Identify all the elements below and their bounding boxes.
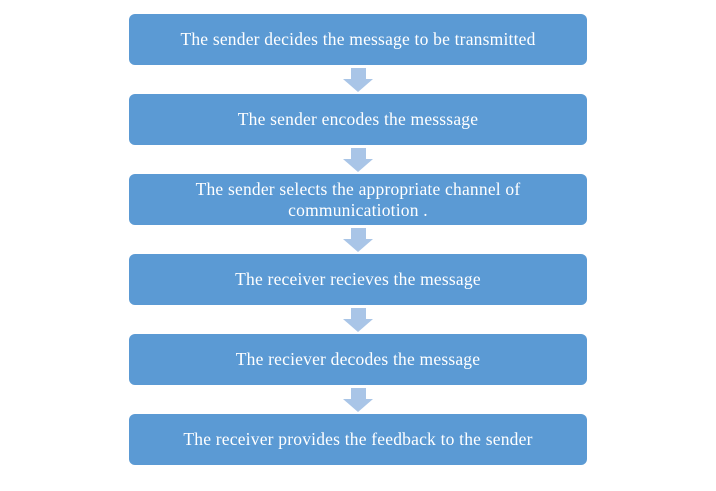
down-arrow-shaft: [350, 147, 366, 159]
down-arrow-head: [343, 238, 373, 252]
down-arrow-head: [343, 398, 373, 412]
down-arrow-shaft: [350, 67, 366, 79]
flowchart-step-2: The sender encodes the messsage: [129, 94, 587, 145]
flowchart-step-1-label: The sender decides the message to be tra…: [180, 29, 536, 50]
down-arrow-icon: [343, 385, 373, 414]
down-arrow-shaft: [350, 227, 366, 239]
down-arrow-icon: [343, 65, 373, 94]
down-arrow-shaft: [350, 307, 366, 319]
down-arrow-icon: [343, 145, 373, 174]
flowchart-step-5-label: The reciever decodes the message: [235, 349, 481, 370]
flowchart-step-3: The sender selects the appropriate chann…: [129, 174, 587, 225]
down-arrow-icon: [343, 225, 373, 254]
down-arrow-icon: [343, 305, 373, 334]
flowchart-step-2-label: The sender encodes the messsage: [237, 109, 479, 130]
flowchart-step-4: The receiver recieves the message: [129, 254, 587, 305]
flowchart-step-5: The reciever decodes the message: [129, 334, 587, 385]
flowchart-step-6-label: The receiver provides the feedback to th…: [183, 429, 533, 450]
down-arrow-head: [343, 78, 373, 92]
flowchart-step-6: The receiver provides the feedback to th…: [129, 414, 587, 465]
flowchart-step-1: The sender decides the message to be tra…: [129, 14, 587, 65]
down-arrow-head: [343, 158, 373, 172]
flowchart-step-3-label: The sender selects the appropriate chann…: [195, 179, 521, 220]
flowchart-step-4-label: The receiver recieves the message: [235, 269, 481, 290]
down-arrow-shaft: [350, 387, 366, 399]
down-arrow-head: [343, 318, 373, 332]
